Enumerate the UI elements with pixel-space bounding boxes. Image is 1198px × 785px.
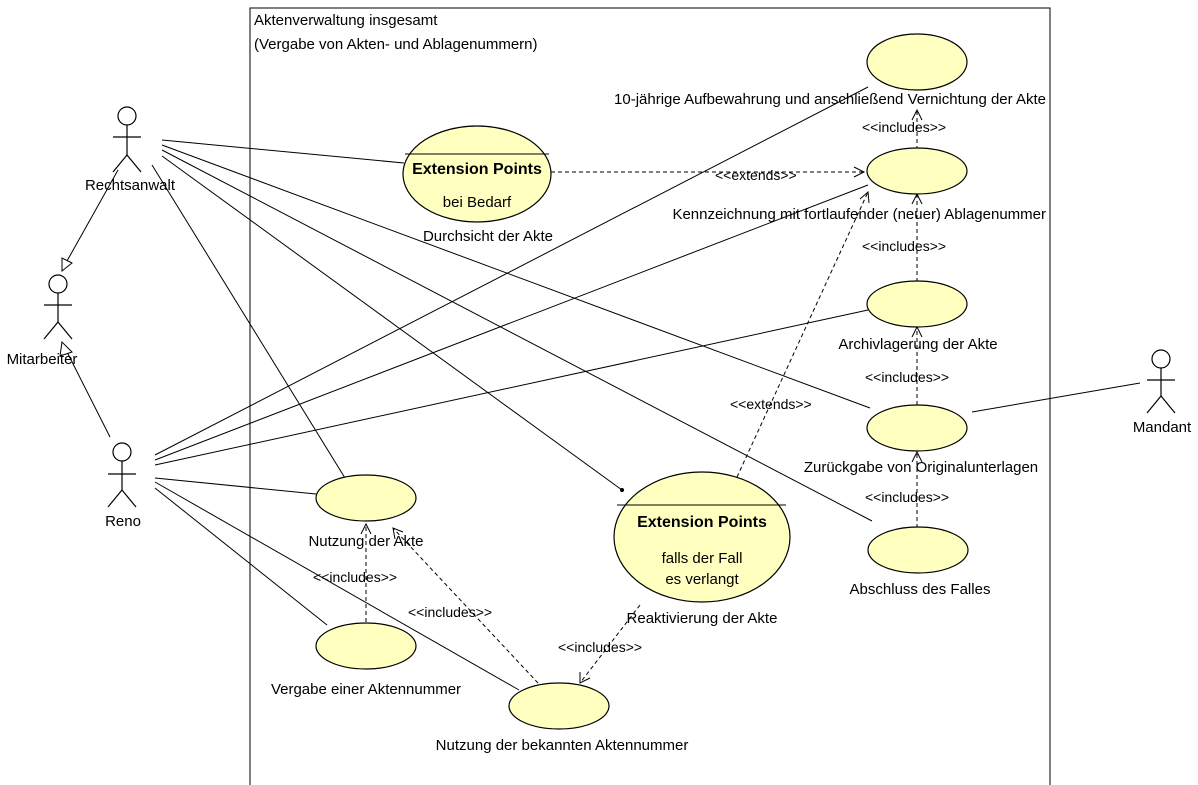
use-case-label: Abschluss des Falles	[850, 581, 991, 598]
assoc-rechtsanwalt-durchsicht	[161, 139, 405, 164]
use-case-label: Kennzeichnung mit fortlaufender (neuer) …	[672, 206, 1046, 223]
use-case-label: Vergabe einer Aktennummer	[271, 681, 461, 698]
assoc-rechtsanwalt-abschluss	[161, 149, 873, 522]
generalizations	[59, 169, 119, 438]
actor-reno[interactable]: Reno	[105, 442, 141, 530]
use-case-label: Reaktivierung der Akte	[627, 610, 778, 627]
use-case-label: 10-jährige Aufbewahrung und anschließend…	[614, 91, 1046, 108]
assoc-rechtsanwalt-nutzung	[151, 164, 346, 479]
assoc-reno-aufbewahrung	[154, 86, 869, 456]
use-case-abschluss[interactable]: Abschluss des Falles	[850, 526, 991, 598]
use-case-nutzung[interactable]: Nutzung der Akte	[308, 474, 424, 550]
use-case-rueckgabe[interactable]: Zurückgabe von Originalunterlagen	[804, 404, 1038, 476]
assoc-reno-kennzeichnung	[154, 184, 869, 461]
association-end-dot	[620, 488, 624, 492]
gen-rechtsanwalt-mitarbeiter	[66, 169, 119, 262]
actor-mitarbeiter[interactable]: Mitarbeiter	[7, 274, 78, 368]
use-case-label: Archivlagerung der Akte	[838, 336, 997, 353]
actor-label: Mitarbeiter	[7, 351, 78, 368]
gen-arrow-reno	[59, 340, 73, 357]
includes-label-4: <<includes>>	[865, 489, 949, 505]
includes-label-3: <<includes>>	[865, 369, 949, 385]
use-case-label: Nutzung der Akte	[308, 533, 423, 550]
stereotype-labels: <<includes>> <<includes>> <<includes>> <…	[313, 119, 949, 655]
includes-label-2: <<includes>>	[862, 238, 946, 254]
actor-label: Rechtsanwalt	[85, 177, 176, 194]
extension-point: es verlangt	[665, 571, 739, 588]
assoc-rechtsanwalt-reaktivierung	[161, 155, 623, 491]
includes-label-7: <<includes>>	[558, 639, 642, 655]
extends-label-2: <<extends>>	[730, 396, 812, 412]
associations	[151, 86, 1141, 691]
actor-mandant[interactable]: Mandant	[1133, 349, 1192, 436]
use-case-durchsicht[interactable]: Extension Points bei Bedarf Durchsicht d…	[402, 125, 553, 245]
use-case-aufbewahrung[interactable]: 10-jährige Aufbewahrung und anschließend…	[614, 33, 1046, 108]
includes-label-1: <<includes>>	[862, 119, 946, 135]
use-case-archivlagerung[interactable]: Archivlagerung der Akte	[838, 280, 998, 353]
actor-label: Mandant	[1133, 419, 1192, 436]
use-case-label: Nutzung der bekannten Aktennummer	[436, 737, 689, 754]
extension-point: falls der Fall	[662, 550, 743, 567]
use-case-bekannte[interactable]: Nutzung der bekannten Aktennummer	[436, 682, 689, 754]
assoc-reno-archivlagerung	[154, 309, 869, 466]
extends-label-1: <<extends>>	[715, 167, 797, 183]
assoc-mandant-rueckgabe	[971, 382, 1141, 413]
actor-rechtsanwalt[interactable]: Rechtsanwalt	[85, 106, 176, 194]
includes-label-6: <<includes>>	[408, 604, 492, 620]
system-boundary: Aktenverwaltung insgesamt (Vergabe von A…	[249, 7, 1051, 785]
dependencies	[360, 108, 923, 684]
use-case-label: Durchsicht der Akte	[423, 228, 553, 245]
use-case-reaktivierung[interactable]: Extension Points falls der Fall es verla…	[613, 471, 791, 627]
assoc-reno-bekannte	[154, 481, 520, 691]
system-title: Aktenverwaltung insgesamt	[254, 12, 438, 29]
includes-label-5: <<includes>>	[313, 569, 397, 585]
extension-point: bei Bedarf	[443, 194, 512, 211]
extension-points-title: Extension Points	[412, 161, 542, 178]
use-case-vergabe[interactable]: Vergabe einer Aktennummer	[271, 622, 461, 698]
use-case-label: Zurückgabe von Originalunterlagen	[804, 459, 1038, 476]
system-subtitle: (Vergabe von Akten- und Ablagenummern)	[254, 36, 538, 53]
gen-arrow-rechtsanwalt	[61, 257, 73, 273]
use-case-kennzeichnung[interactable]: Kennzeichnung mit fortlaufender (neuer) …	[672, 147, 1046, 223]
assoc-rechtsanwalt-rueckgabe	[161, 144, 871, 409]
actor-label: Reno	[105, 513, 141, 530]
assoc-reno-vergabe	[154, 487, 328, 626]
gen-reno-mitarbeiter	[66, 351, 111, 438]
assoc-reno-nutzung	[154, 477, 317, 495]
extension-points-title: Extension Points	[637, 514, 767, 531]
